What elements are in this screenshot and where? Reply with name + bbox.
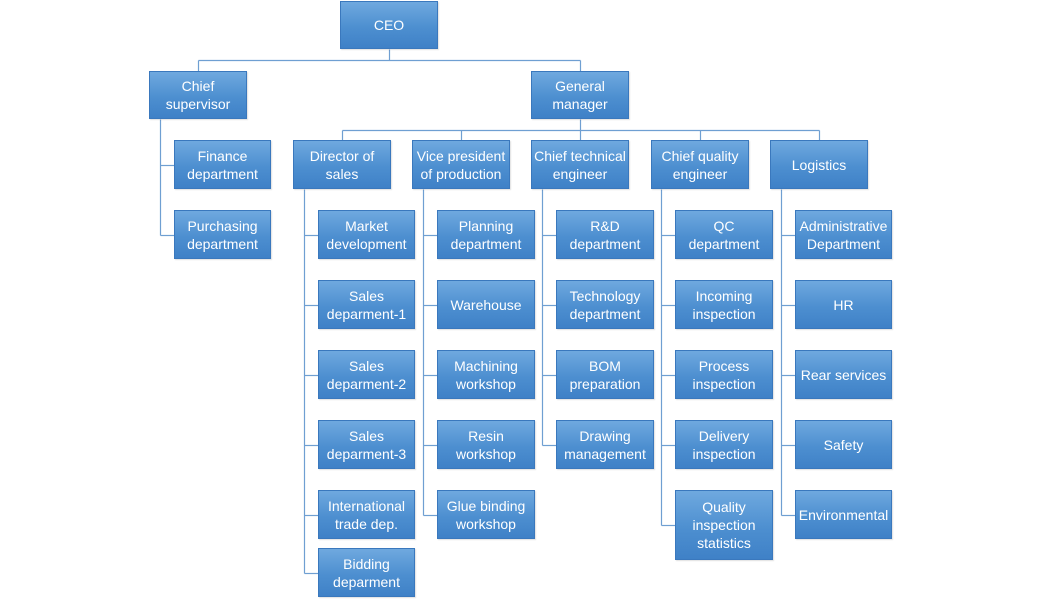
node-chief-technical-engineer[interactable]: Chief technical engineer <box>531 140 629 189</box>
node-machining-workshop[interactable]: Machining workshop <box>437 350 535 399</box>
node-resin-workshop[interactable]: Resin workshop <box>437 420 535 469</box>
node-sales-department-1[interactable]: Sales deparment-1 <box>318 280 415 329</box>
node-director-of-sales[interactable]: Director of sales <box>293 140 391 189</box>
node-finance-department[interactable]: Finance department <box>174 140 271 189</box>
node-logistics[interactable]: Logistics <box>770 140 868 189</box>
node-rear-services[interactable]: Rear services <box>795 350 892 399</box>
node-environmental[interactable]: Environmental <box>795 490 892 539</box>
node-bidding-department[interactable]: Bidding deparment <box>318 548 415 597</box>
node-incoming-inspection[interactable]: Incoming inspection <box>675 280 773 329</box>
node-administrative-department[interactable]: Administrative Department <box>795 210 892 259</box>
node-qc-department[interactable]: QC department <box>675 210 773 259</box>
node-technology-department[interactable]: Technology department <box>556 280 654 329</box>
node-rd-department[interactable]: R&D department <box>556 210 654 259</box>
node-process-inspection[interactable]: Process inspection <box>675 350 773 399</box>
node-vp-production[interactable]: Vice president of production <box>412 140 510 189</box>
node-warehouse[interactable]: Warehouse <box>437 280 535 329</box>
node-safety[interactable]: Safety <box>795 420 892 469</box>
node-hr[interactable]: HR <box>795 280 892 329</box>
node-general-manager[interactable]: General manager <box>531 71 629 119</box>
node-drawing-management[interactable]: Drawing management <box>556 420 654 469</box>
node-bom-preparation[interactable]: BOM preparation <box>556 350 654 399</box>
node-chief-supervisor[interactable]: Chief supervisor <box>149 71 247 119</box>
node-planning-department[interactable]: Planning department <box>437 210 535 259</box>
node-ceo[interactable]: CEO <box>340 1 438 49</box>
node-sales-department-3[interactable]: Sales deparment-3 <box>318 420 415 469</box>
node-purchasing-department[interactable]: Purchasing department <box>174 210 271 259</box>
node-sales-department-2[interactable]: Sales deparment-2 <box>318 350 415 399</box>
node-quality-inspection-statistics[interactable]: Quality inspection statistics <box>675 490 773 560</box>
node-chief-quality-engineer[interactable]: Chief quality engineer <box>651 140 749 189</box>
node-glue-binding-workshop[interactable]: Glue binding workshop <box>437 490 535 539</box>
node-market-development[interactable]: Market development <box>318 210 415 259</box>
node-delivery-inspection[interactable]: Delivery inspection <box>675 420 773 469</box>
node-international-trade[interactable]: International trade dep. <box>318 490 415 539</box>
